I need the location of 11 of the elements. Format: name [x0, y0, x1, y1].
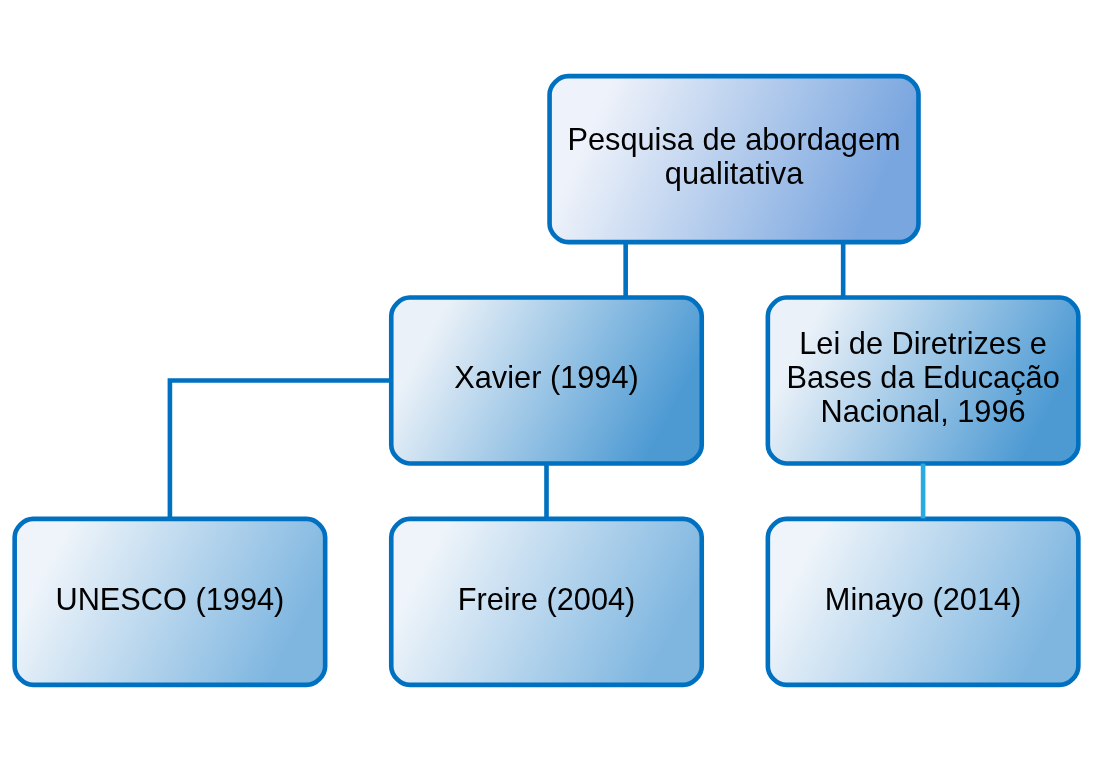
- node-box: Minayo (2014): [765, 516, 1081, 688]
- node-box: Pesquisa de abordagem qualitativa: [547, 73, 921, 245]
- node-box: UNESCO (1994): [12, 516, 328, 688]
- node-box: Lei de Diretrizes e Bases da Educação Nacional, 1996: [765, 295, 1081, 466]
- connector: [623, 242, 628, 297]
- node-box: Freire (2004): [388, 516, 705, 688]
- connector: [840, 242, 846, 297]
- node-box: Xavier (1994): [388, 295, 705, 466]
- connector: [920, 463, 926, 519]
- connector: [167, 378, 392, 519]
- connector: [544, 463, 549, 519]
